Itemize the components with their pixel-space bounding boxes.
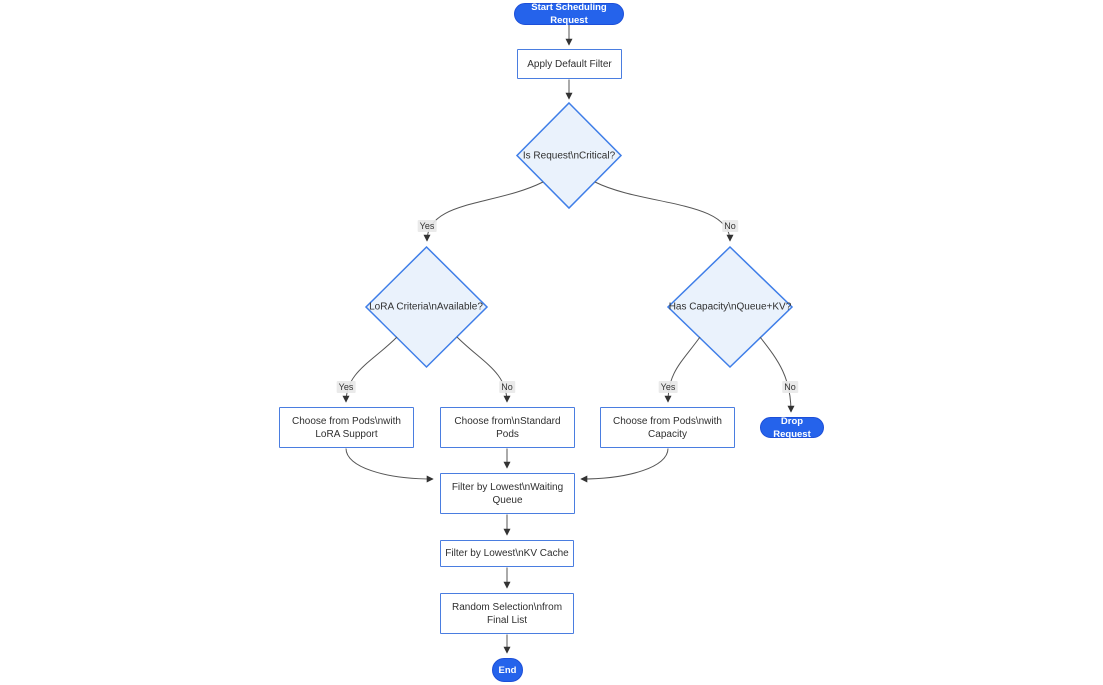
- node-start: Start Scheduling Request: [514, 2, 624, 26]
- edge-lora-no: [456, 336, 511, 403]
- edge-label-critical-no: No: [722, 220, 738, 232]
- edge-label-critical-yes: Yes: [417, 220, 437, 232]
- node-has-capacity-label: Has Capacity\nQueue+KV?: [668, 301, 792, 313]
- edge-capacitypods-to-filterqueue: [580, 448, 669, 483]
- node-filter-kv-cache-label: Filter by Lowest\nKV Cache: [445, 548, 569, 559]
- node-lora-criteria-label: LoRA Criteria\nAvailable?: [369, 301, 483, 313]
- node-random-selection-label: Random Selection\nfrom Final List: [451, 601, 563, 626]
- edge-label-lora-no: No: [499, 381, 515, 393]
- edge-lora-to-filterqueue: [345, 448, 434, 483]
- node-choose-standard-pods-label: Choose from\nStandard Pods: [454, 415, 561, 440]
- edge-critical-no: [594, 181, 734, 242]
- edge-capacity-yes: [664, 336, 701, 403]
- node-apply-default-filter-label: Apply Default Filter: [527, 58, 612, 70]
- node-start-label: Start Scheduling Request: [531, 2, 607, 26]
- node-is-critical-label: Is Request\nCritical?: [522, 150, 616, 162]
- edge-lora-yes: [342, 336, 398, 403]
- node-filter-waiting-queue: Filter by Lowest\nWaiting Queue: [440, 473, 575, 514]
- node-has-capacity-shape: [666, 245, 794, 369]
- edge-label-lora-yes: Yes: [336, 381, 356, 393]
- node-end-label: End: [498, 664, 517, 676]
- node-filter-waiting-queue-label: Filter by Lowest\nWaiting Queue: [451, 481, 564, 506]
- node-drop-request: Drop Request: [760, 415, 824, 440]
- node-is-critical-shape: [515, 101, 623, 210]
- node-choose-capacity-pods: Choose from Pods\nwith Capacity: [600, 407, 735, 448]
- edge-critical-yes: [423, 181, 544, 242]
- edge-label-capacity-no: No: [782, 381, 798, 393]
- node-apply-default-filter: Apply Default Filter: [517, 49, 622, 79]
- node-drop-request-label: Drop Request: [773, 415, 811, 440]
- node-choose-capacity-pods-label: Choose from Pods\nwith Capacity: [613, 415, 722, 440]
- node-random-selection: Random Selection\nfrom Final List: [440, 593, 574, 634]
- node-lora-criteria-shape: [364, 245, 489, 369]
- node-choose-lora-pods: Choose from Pods\nwith LoRA Support: [279, 407, 414, 448]
- node-choose-standard-pods: Choose from\nStandard Pods: [440, 407, 575, 448]
- node-choose-lora-pods-label: Choose from Pods\nwith LoRA Support: [292, 415, 401, 440]
- edge-capacity-no: [759, 336, 795, 413]
- edge-label-capacity-yes: Yes: [658, 381, 678, 393]
- node-end: End: [492, 658, 523, 682]
- node-filter-kv-cache: Filter by Lowest\nKV Cache: [440, 540, 574, 567]
